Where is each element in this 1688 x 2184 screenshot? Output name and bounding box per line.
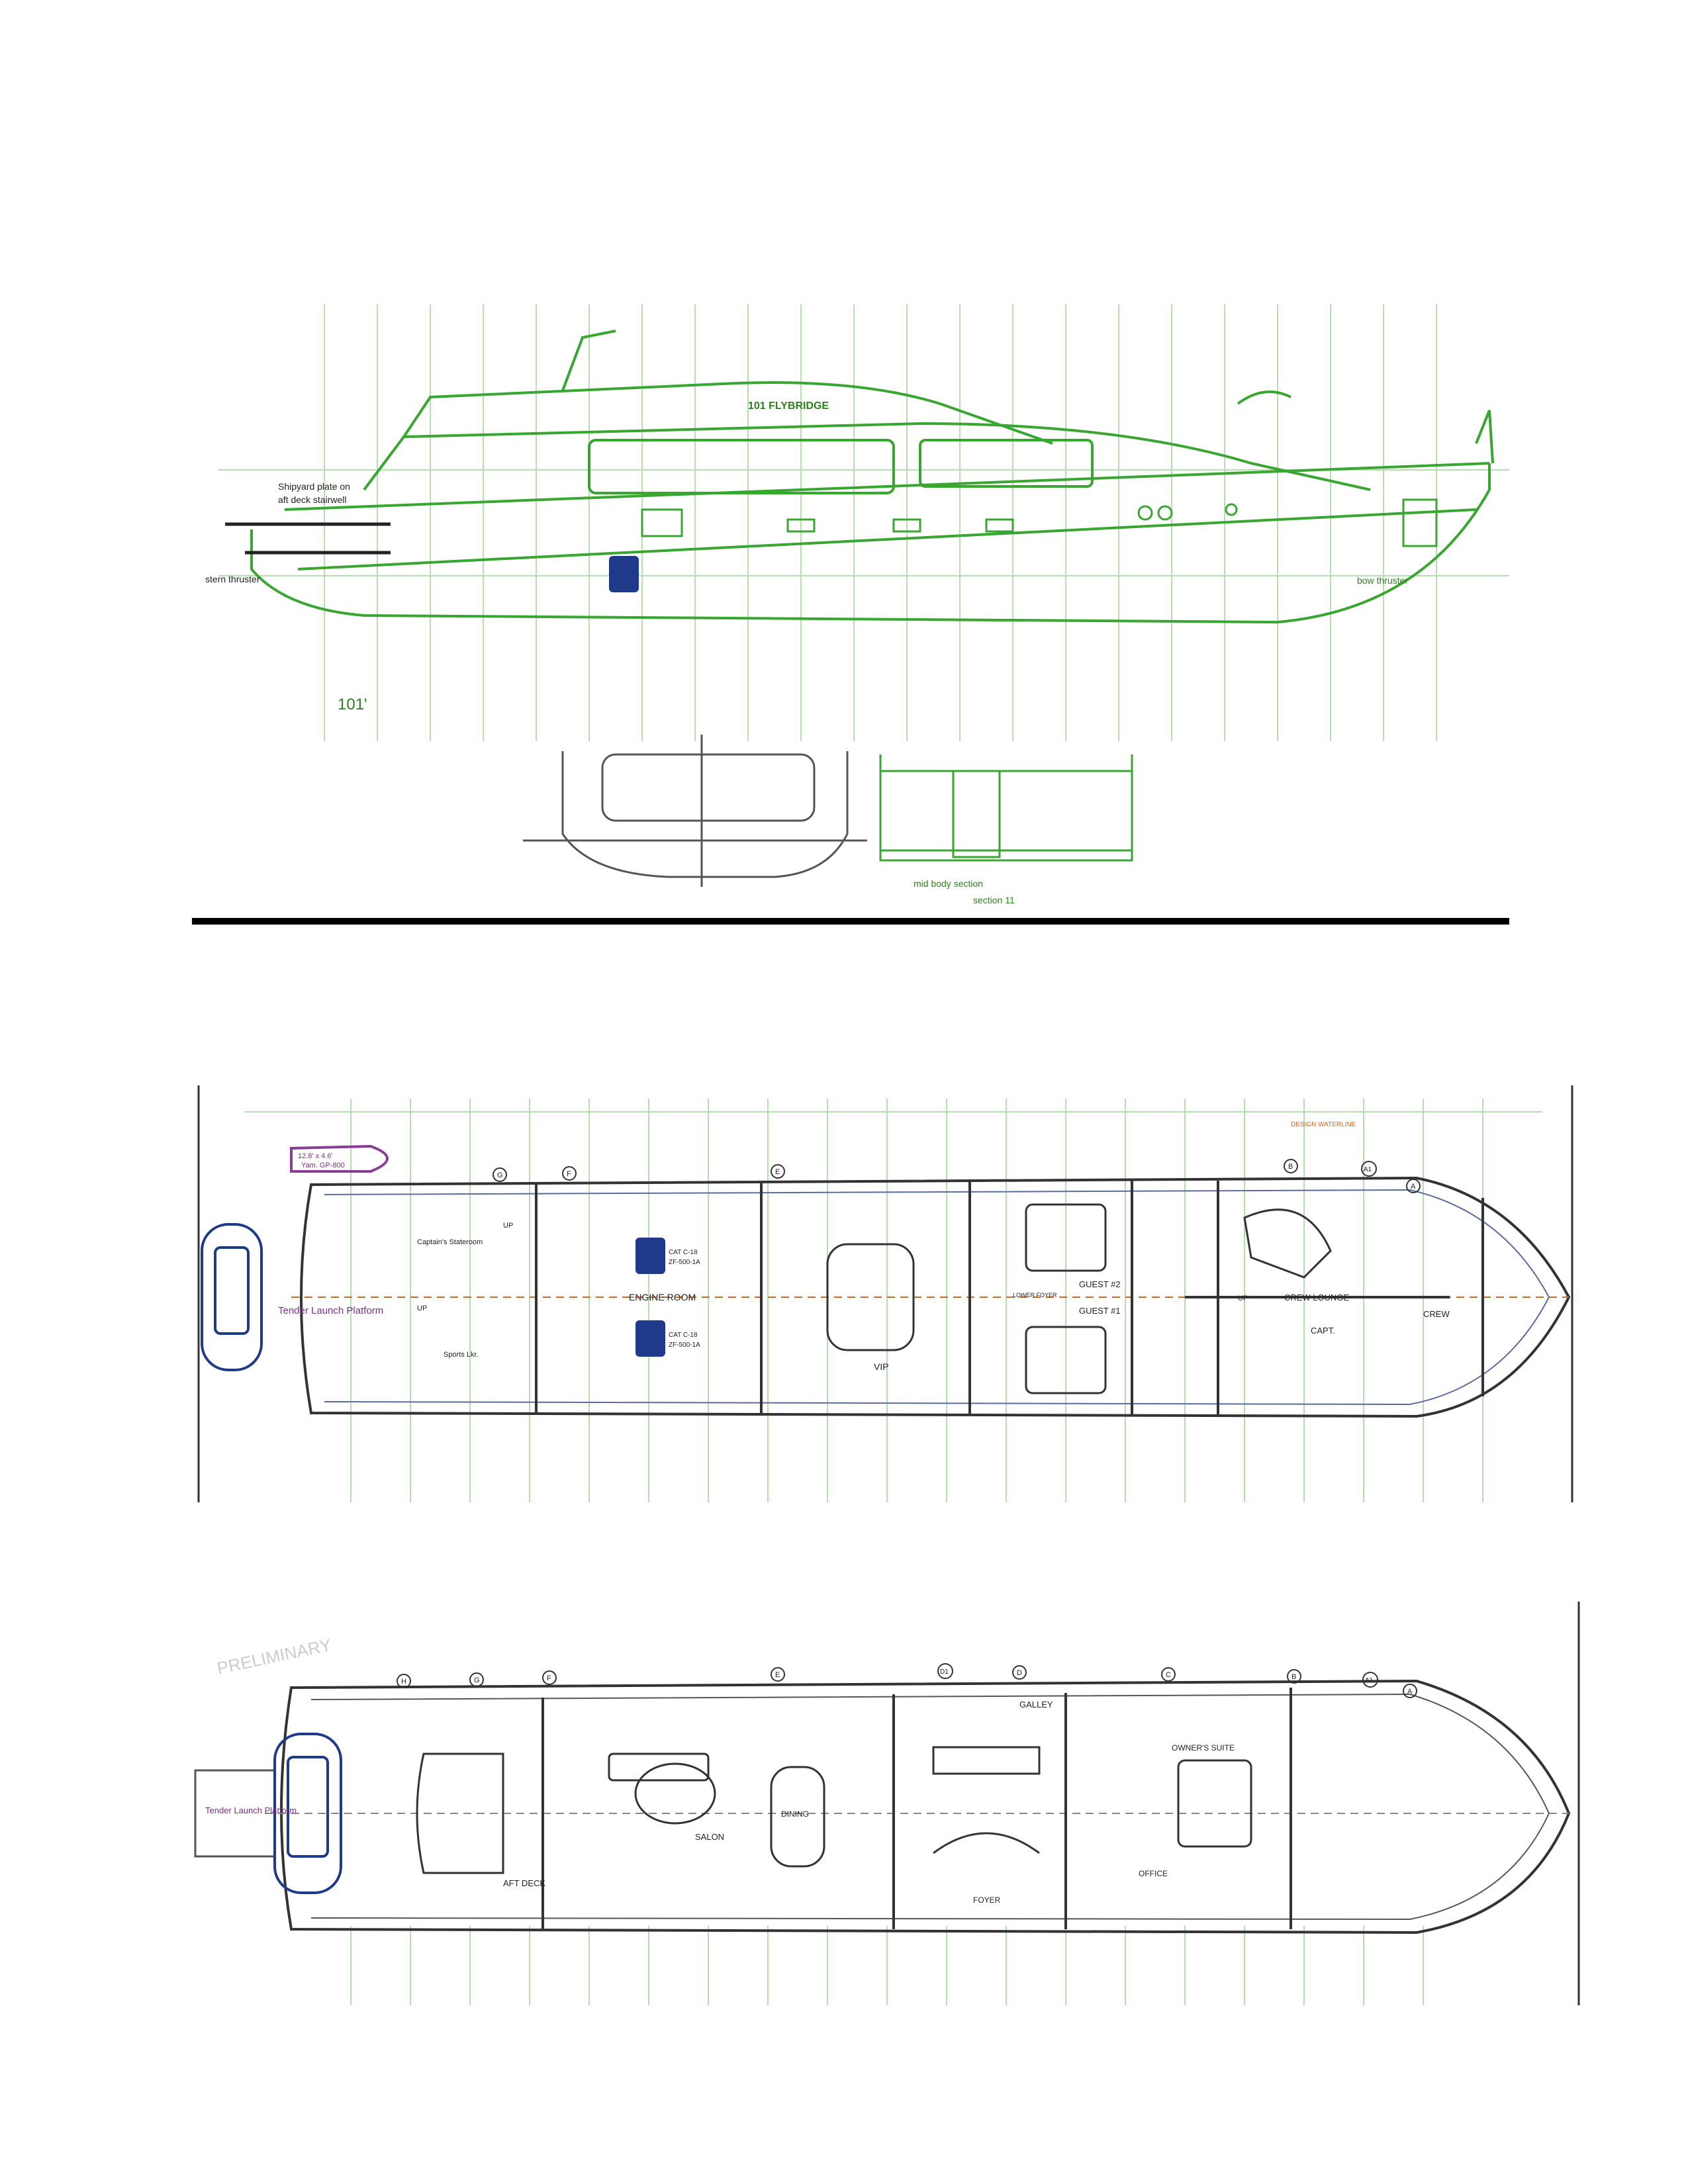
bulkheads (535, 1181, 1484, 1415)
up-2: UP (417, 1304, 427, 1312)
left-note-2: aft deck stairwell (278, 494, 346, 505)
flybridge-label: 101 FLYBRIDGE (748, 400, 829, 412)
salon-label: SALON (695, 1832, 724, 1842)
engine-1b: ZF-500-1A (669, 1259, 700, 1266)
yacht-profile-elevation: Shipyard plate on aft deck stairwell ste… (192, 304, 1509, 925)
lower-frame-b: B (1288, 1163, 1293, 1171)
lower-frame-e: E (775, 1168, 780, 1176)
main-frame-h: H (401, 1678, 406, 1686)
section-label-1: mid body section (914, 878, 983, 889)
main-deck-plan: PRELIMINARY Tender Launch Platform AFT D… (194, 1602, 1580, 2005)
section-views (523, 735, 867, 887)
lower-berths (826, 1203, 1332, 1394)
engine-2a: CAT C-18 (669, 1332, 698, 1339)
engines (635, 1238, 665, 1357)
sports-locker: Sports Lkr. (444, 1351, 479, 1359)
main-frame-d1: D1 (940, 1668, 949, 1676)
lower-frame-f: F (567, 1170, 571, 1178)
crew-label: CREW (1423, 1309, 1450, 1319)
hull-outline (250, 410, 1494, 624)
section-label-2: section 11 (973, 895, 1015, 905)
main-frame-b: B (1291, 1673, 1296, 1681)
jetski (290, 1144, 389, 1173)
up-1: UP (503, 1222, 513, 1230)
guest-2-label: GUEST #2 (1079, 1279, 1121, 1289)
main-frame-f: F (547, 1674, 551, 1682)
lower-frame-a1: A1 (1364, 1166, 1372, 1173)
swim-platform (225, 522, 391, 555)
section-views-2 (879, 754, 1133, 862)
captains-stateroom: Captain's Stateroom (417, 1238, 483, 1246)
main-deck-grid (350, 1926, 1424, 2005)
profile-portholes (641, 498, 1438, 547)
dining-label: DINING (781, 1809, 809, 1819)
engine-1a: CAT C-18 (669, 1249, 698, 1256)
lower-frame-a: A (1411, 1183, 1416, 1191)
profile-grid (218, 304, 1509, 741)
main-frame-a1: A1 (1365, 1677, 1374, 1684)
lower-deck-plan: 12.8' x 4.6' Yam. GP-800 Tender Launch P… (197, 1085, 1573, 1502)
vip-label: VIP (874, 1361, 889, 1372)
main-tender (273, 1733, 342, 1894)
lower-foyer-label: LOWER FOYER (1013, 1292, 1057, 1298)
tender-model: Yam. GP-800 (301, 1161, 345, 1169)
main-hull (280, 1679, 1571, 1934)
main-frame-markers (397, 1663, 1417, 1698)
main-hull-inner (310, 1693, 1550, 1921)
left-note-1: Shipyard plate on (278, 481, 350, 492)
capt-label: CAPT. (1311, 1326, 1335, 1336)
bow-note: bow thruster (1357, 575, 1408, 586)
lower-top-note: DESIGN WATERLINE (1291, 1121, 1356, 1128)
owners-suite-label: OWNER'S SUITE (1172, 1743, 1235, 1752)
up-3: UP (1238, 1295, 1248, 1302)
superstructure (363, 330, 1371, 494)
preliminary-watermark: PRELIMINARY (215, 1635, 333, 1678)
scale-label: 101' (338, 696, 367, 713)
office-label: OFFICE (1139, 1869, 1168, 1878)
engine-block (609, 556, 639, 592)
lower-launch-platform: Tender Launch Platform (278, 1305, 383, 1316)
main-frame-e: E (775, 1671, 780, 1679)
lower-frame-g: G (497, 1171, 503, 1179)
lower-frame-markers (492, 1159, 1421, 1193)
main-furniture (416, 1746, 1252, 1874)
main-launch-platform: Tender Launch Platform (205, 1805, 297, 1815)
guest-1-label: GUEST #1 (1079, 1306, 1121, 1316)
main-frame-d: D (1017, 1669, 1022, 1677)
tender-dims: 12.8' x 4.6' (298, 1152, 333, 1160)
lower-deck-grid (245, 1099, 1542, 1502)
left-note-3: stern thruster (205, 574, 260, 584)
foyer-label: FOYER (973, 1895, 1001, 1905)
main-bulkheads (541, 1688, 1292, 1929)
lower-hull (300, 1176, 1571, 1418)
galley-label: GALLEY (1019, 1700, 1053, 1709)
engine-2b: ZF-500-1A (669, 1342, 700, 1349)
crew-lounge-label: CREW LOUNGE (1284, 1293, 1350, 1302)
main-frame-c: C (1166, 1671, 1171, 1679)
engine-room-label: ENGINE ROOM (629, 1292, 696, 1302)
main-frame-a: A (1407, 1688, 1413, 1696)
tender (201, 1223, 263, 1371)
aft-deck-label: AFT DECK (503, 1878, 545, 1888)
main-frame-g: G (474, 1676, 480, 1684)
